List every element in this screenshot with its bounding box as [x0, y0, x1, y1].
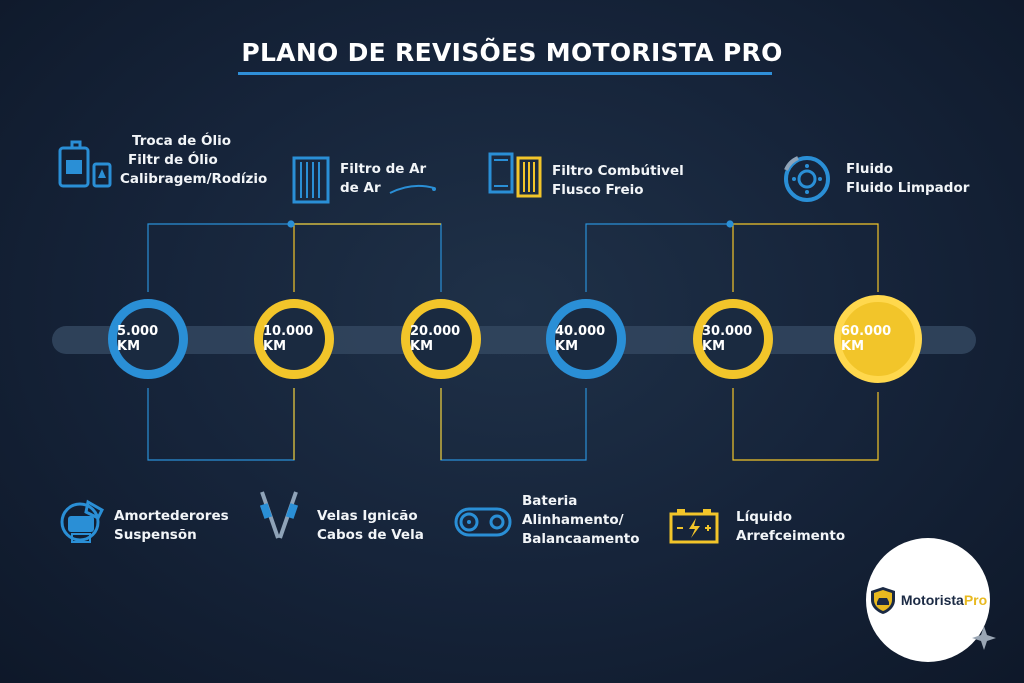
- logo-suffix: Pro: [963, 592, 988, 608]
- title-underline: [238, 72, 772, 75]
- bottom-item-coolant: Líquido Arrefceimento: [736, 508, 845, 546]
- bottom-item-shock: Amortederores Suspensõn: [114, 507, 229, 545]
- fuel-filter-icon: [488, 152, 542, 198]
- top-item-fluid: Fluido Fluido Limpador: [846, 160, 969, 198]
- air-filter-icon: [292, 156, 330, 204]
- bottom-item-line: Líquido: [736, 509, 793, 525]
- oil-can-icon: [58, 140, 112, 188]
- connector-bottom-2: [440, 388, 587, 461]
- shield-car-icon: [870, 587, 895, 614]
- milestone-label: 10.000 KM: [263, 324, 314, 354]
- top-item-line: Filtr de Ólio: [128, 152, 218, 168]
- bottom-item-line: Amortederores: [114, 508, 229, 524]
- top-item-air-filter: Filtro de Ar de Ar: [340, 160, 426, 198]
- top-item-fuel-filter: Filtro Combútivel Flusco Freio: [552, 162, 684, 200]
- sparkle-icon: [972, 626, 996, 650]
- bottom-item-line: Arrefceimento: [736, 528, 846, 544]
- top-item-line: Filtro de Ar: [340, 161, 427, 177]
- connector-dot-1: [287, 220, 295, 228]
- bottom-item-line: Velas Ignicão: [317, 508, 418, 524]
- top-item-line: Filtro Combútivel: [552, 163, 684, 179]
- bottom-item-line: Suspensõn: [114, 527, 197, 543]
- milestone-label: 30.000 KM: [702, 324, 753, 354]
- page-title: PLANO DE REVISÕES MOTORISTA PRO: [241, 38, 783, 67]
- logo-text: MotoristaPro: [901, 592, 987, 608]
- top-item-line: de Ar: [340, 180, 381, 196]
- top-item-line: Fluido: [846, 161, 894, 177]
- milestone-30000: 30.000 KM: [693, 299, 773, 379]
- shock-absorber-icon: [60, 499, 104, 543]
- bottom-item-line: Alinhamento/: [522, 512, 624, 528]
- connector-top-2b: [732, 223, 879, 292]
- top-item-line: Flusco Freio: [552, 182, 644, 198]
- milestone-40000: 40.000 KM: [546, 299, 626, 379]
- brake-disc-icon: [784, 156, 830, 202]
- milestone-60000: 60.000 KM: [834, 295, 922, 383]
- timing-belt-icon: [454, 507, 512, 537]
- battery-icon: [669, 509, 719, 544]
- milestone-label: 40.000 KM: [555, 324, 606, 354]
- milestone-label: 20.000 KM: [410, 324, 461, 354]
- spark-plug-icon: [259, 491, 299, 539]
- bottom-item-battery-align: Bateria Alinhamento/ Balancaamento: [522, 492, 640, 549]
- connector-top-2: [585, 223, 733, 292]
- milestone-5000: 5.000 KM: [108, 299, 188, 379]
- milestone-label: 5.000 KM: [117, 324, 159, 354]
- connector-dot-2: [726, 220, 734, 228]
- connector-bottom-1: [147, 388, 295, 461]
- wiper-icon: [389, 184, 436, 194]
- logo-name: Motorista: [900, 592, 964, 608]
- milestone-20000: 20.000 KM: [401, 299, 481, 379]
- bottom-item-line: Cabos de Vela: [317, 527, 424, 543]
- top-item-line: Fluido Limpador: [846, 180, 970, 196]
- bottom-item-spark: Velas Ignicão Cabos de Vela: [317, 507, 424, 545]
- bottom-item-line: Bateria: [522, 493, 578, 509]
- top-item-oil: Troca de Ólio Filtr de Ólio Calibragem/R…: [120, 132, 267, 189]
- bottom-item-line: Balancaamento: [522, 531, 640, 547]
- milestone-10000: 10.000 KM: [254, 299, 334, 379]
- top-item-line: Calibragem/Rodízio: [120, 171, 268, 187]
- connector-bottom-3: [732, 388, 879, 461]
- timeline-track: [52, 326, 976, 354]
- motorista-pro-logo: MotoristaPro: [866, 538, 990, 662]
- top-item-line: Troca de Ólio: [132, 133, 231, 149]
- milestone-label: 60.000 KM: [841, 324, 892, 354]
